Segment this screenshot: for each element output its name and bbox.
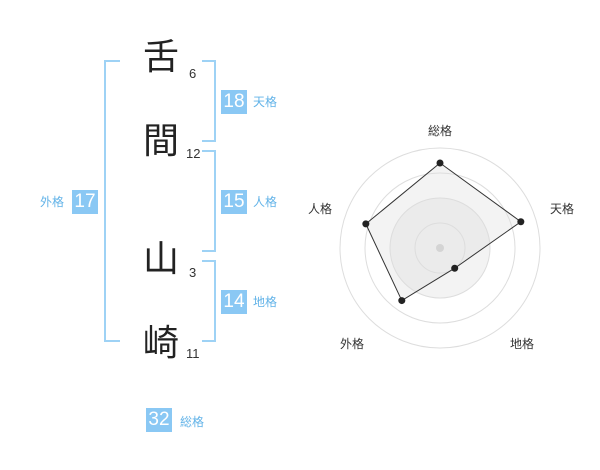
radar-point-5 xyxy=(362,220,370,228)
jinkaku-label: 人格 xyxy=(253,195,278,209)
radar-label-soukaku: 総格 xyxy=(428,124,453,138)
radar-point-2 xyxy=(517,218,525,226)
name-char-3: 山 xyxy=(142,239,179,280)
radar-label-gaikaku: 外格 xyxy=(340,337,365,351)
gaikaku-bracket xyxy=(104,60,120,342)
tenkaku-bracket xyxy=(202,60,216,142)
radar-point-3 xyxy=(451,264,459,272)
jinkaku-badge: 15 xyxy=(221,190,247,214)
soukaku-label: 総格 xyxy=(180,415,205,429)
gaikaku-label: 外格 xyxy=(40,195,65,209)
soukaku-badge: 32 xyxy=(146,408,172,432)
radar-point-4 xyxy=(398,297,406,305)
jinkaku-bracket xyxy=(202,150,216,252)
radar-label-tenkaku: 天格 xyxy=(550,202,575,216)
chikaku-label: 地格 xyxy=(253,295,278,309)
radar-center xyxy=(436,244,444,252)
gaikaku-badge: 17 xyxy=(72,190,98,214)
stroke-count-2: 12 xyxy=(186,146,201,161)
radar-label-jinkaku: 人格 xyxy=(308,202,333,216)
chikaku-bracket xyxy=(202,260,216,342)
stroke-count-3: 3 xyxy=(189,265,197,280)
stroke-count-1: 6 xyxy=(189,66,197,81)
radar-series xyxy=(365,162,522,302)
stroke-count-4: 11 xyxy=(186,346,200,361)
name-char-4: 崎 xyxy=(142,323,179,364)
name-char-2: 間 xyxy=(142,121,179,162)
name-char-1: 舌 xyxy=(142,37,179,78)
tenkaku-badge: 18 xyxy=(221,90,247,114)
tenkaku-label: 天格 xyxy=(253,95,278,109)
radar-point-1 xyxy=(436,159,444,167)
radar-label-chikaku: 地格 xyxy=(510,337,535,351)
chikaku-badge: 14 xyxy=(221,290,247,314)
